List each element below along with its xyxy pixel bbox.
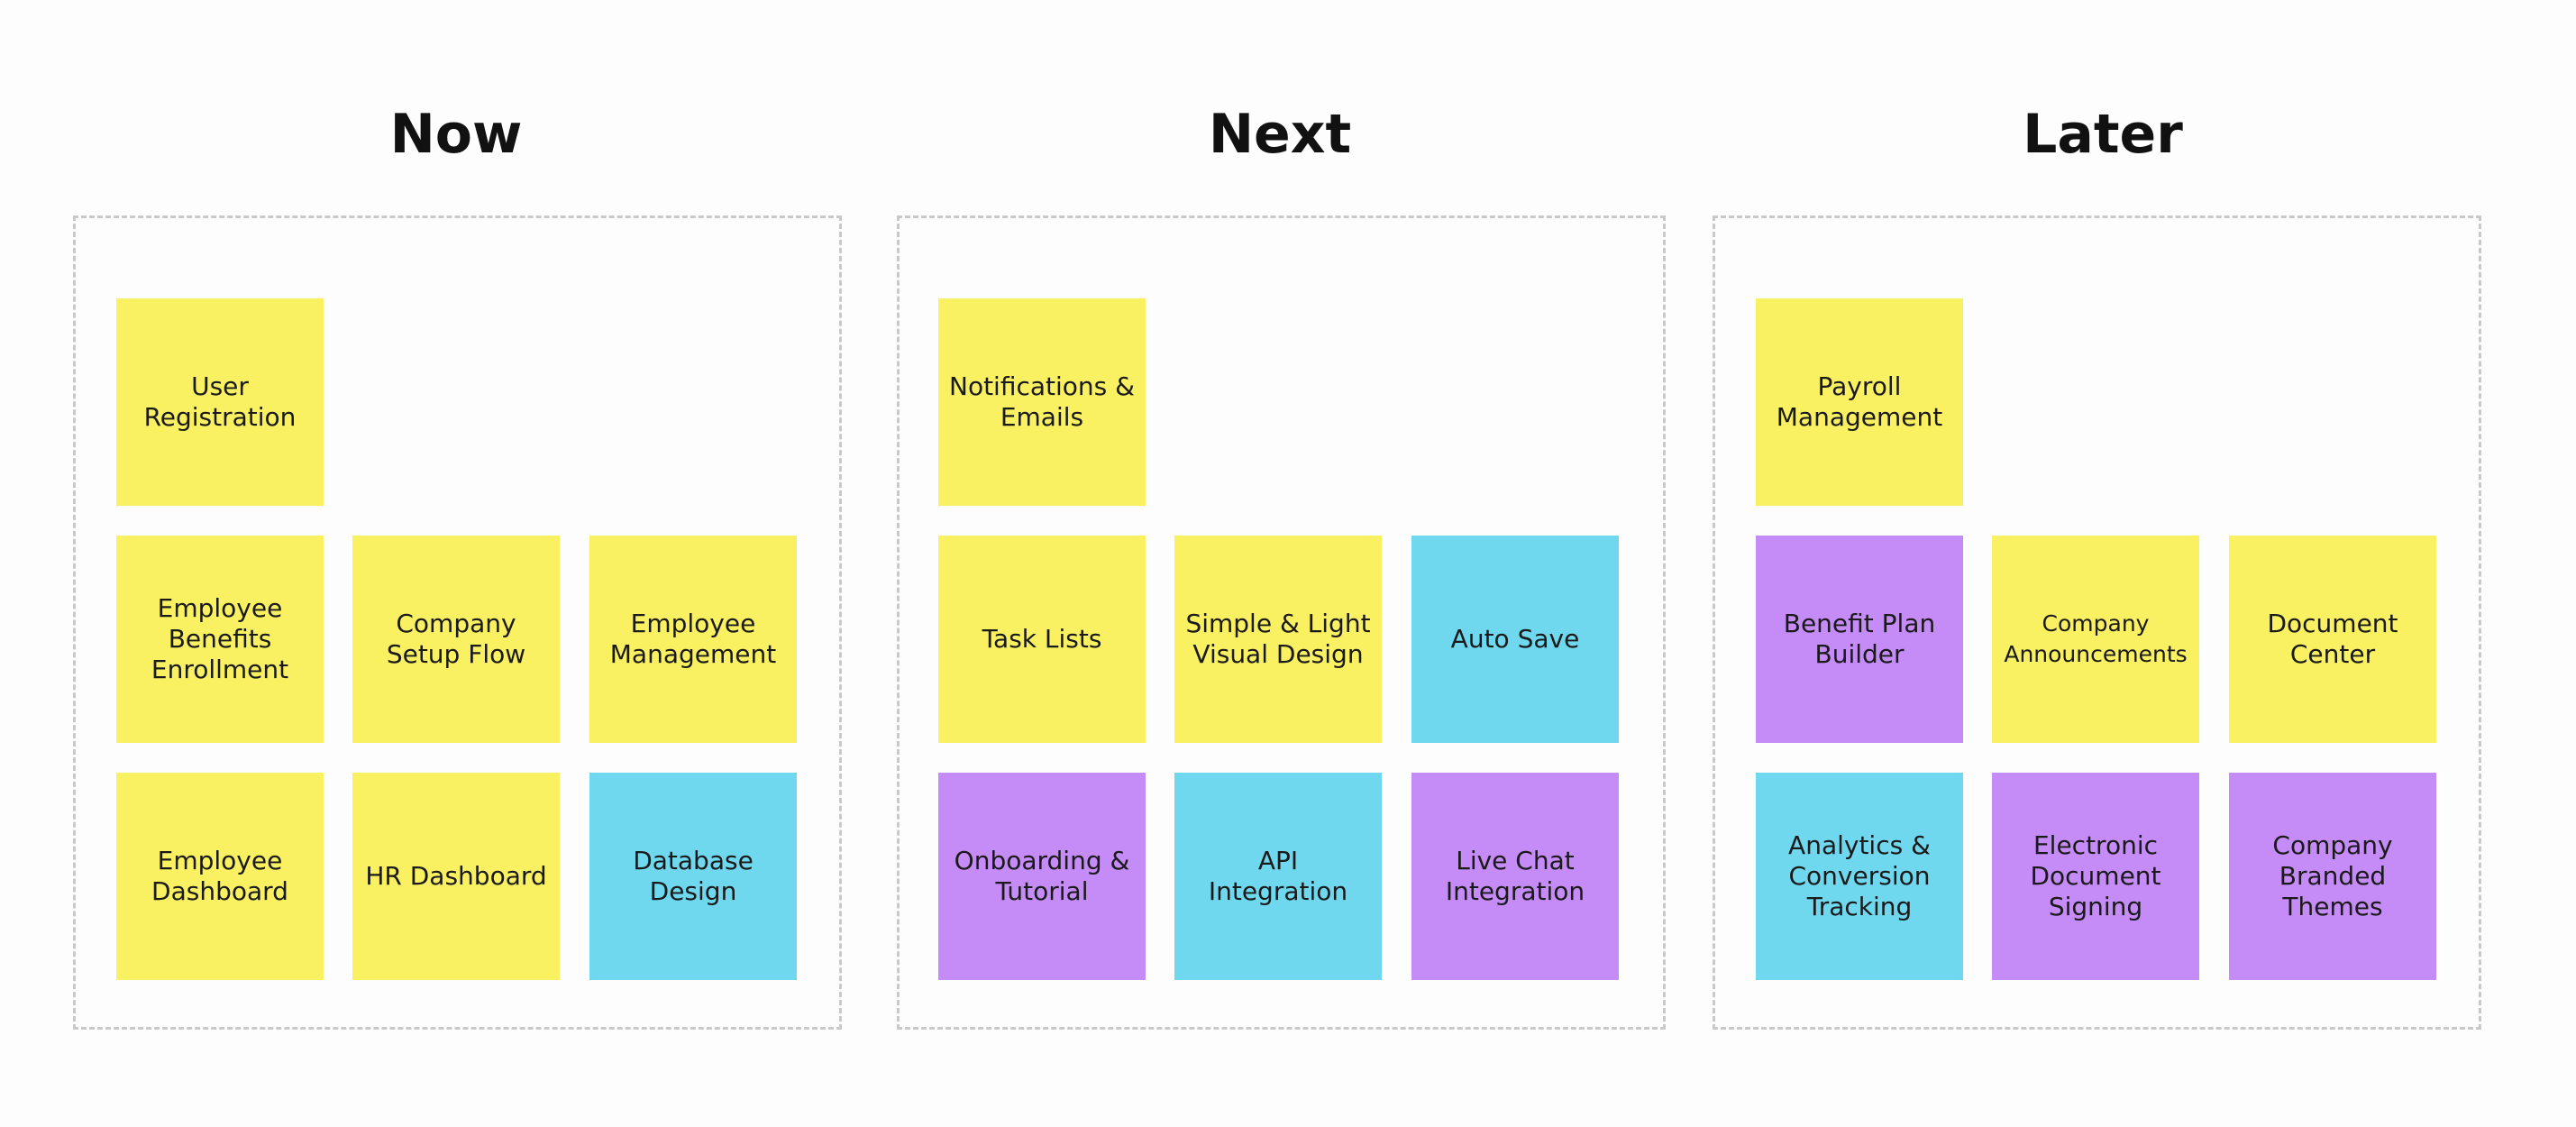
sticky-note-label: API Integration xyxy=(1208,846,1348,906)
sticky-note-benefit-plan-builder[interactable]: Benefit Plan Builder xyxy=(1756,536,1963,743)
sticky-note-label: Company Announcements xyxy=(2004,610,2188,667)
sticky-note-auto-save[interactable]: Auto Save xyxy=(1411,536,1619,743)
sticky-note-label: Auto Save xyxy=(1450,624,1580,654)
sticky-note-label: Payroll Management xyxy=(1776,371,1943,432)
sticky-note-company-setup-flow[interactable]: Company Setup Flow xyxy=(352,536,560,743)
sticky-note-label: Employee Management xyxy=(609,609,777,669)
column-later-area xyxy=(1713,215,2481,1030)
sticky-note-employee-management[interactable]: Employee Management xyxy=(589,536,797,743)
sticky-note-employee-dashboard[interactable]: Employee Dashboard xyxy=(116,773,324,980)
column-next-area xyxy=(897,215,1666,1030)
sticky-note-label: Analytics & Conversion Tracking xyxy=(1788,830,1931,921)
sticky-note-label: Notifications & Emails xyxy=(949,371,1135,432)
sticky-note-label: Employee Dashboard xyxy=(151,846,288,906)
sticky-note-company-branded-themes[interactable]: Company Branded Themes xyxy=(2229,773,2436,980)
sticky-note-database-design[interactable]: Database Design xyxy=(589,773,797,980)
sticky-note-label: Employee Benefits Enrollment xyxy=(151,593,289,684)
sticky-note-hr-dashboard[interactable]: HR Dashboard xyxy=(352,773,560,980)
sticky-note-company-announcements[interactable]: Company Announcements xyxy=(1992,536,2199,743)
sticky-note-user-registration[interactable]: User Registration xyxy=(116,298,324,506)
sticky-note-onboarding-tutorial[interactable]: Onboarding & Tutorial xyxy=(938,773,1146,980)
sticky-note-label: Onboarding & Tutorial xyxy=(954,846,1130,906)
column-title-next: Next xyxy=(1208,103,1352,166)
sticky-note-label: Simple & Light Visual Design xyxy=(1185,609,1371,669)
sticky-note-label: Benefit Plan Builder xyxy=(1783,609,1936,669)
sticky-note-label: HR Dashboard xyxy=(365,861,547,891)
sticky-note-label: Task Lists xyxy=(982,624,1102,654)
sticky-note-label: User Registration xyxy=(143,371,297,432)
sticky-note-simple-light-visual-design[interactable]: Simple & Light Visual Design xyxy=(1174,536,1382,743)
column-now-area xyxy=(73,215,842,1030)
sticky-note-notifications-emails[interactable]: Notifications & Emails xyxy=(938,298,1146,506)
sticky-note-label: Company Setup Flow xyxy=(386,609,526,669)
column-title-later: Later xyxy=(2023,103,2183,166)
sticky-note-electronic-document-signing[interactable]: Electronic Document Signing xyxy=(1992,773,2199,980)
column-title-now: Now xyxy=(389,103,523,166)
sticky-note-analytics-conversion-tracking[interactable]: Analytics & Conversion Tracking xyxy=(1756,773,1963,980)
sticky-note-task-lists[interactable]: Task Lists xyxy=(938,536,1146,743)
sticky-note-document-center[interactable]: Document Center xyxy=(2229,536,2436,743)
sticky-note-label: Database Design xyxy=(633,846,754,906)
sticky-note-label: Live Chat Integration xyxy=(1445,846,1585,906)
sticky-note-api-integration[interactable]: API Integration xyxy=(1174,773,1382,980)
sticky-note-employee-benefits-enrollment[interactable]: Employee Benefits Enrollment xyxy=(116,536,324,743)
sticky-note-label: Electronic Document Signing xyxy=(2030,830,2161,921)
sticky-note-payroll-management[interactable]: Payroll Management xyxy=(1756,298,1963,506)
sticky-note-label: Document Center xyxy=(2267,609,2398,669)
sticky-note-label: Company Branded Themes xyxy=(2272,830,2393,921)
sticky-note-live-chat-integration[interactable]: Live Chat Integration xyxy=(1411,773,1619,980)
